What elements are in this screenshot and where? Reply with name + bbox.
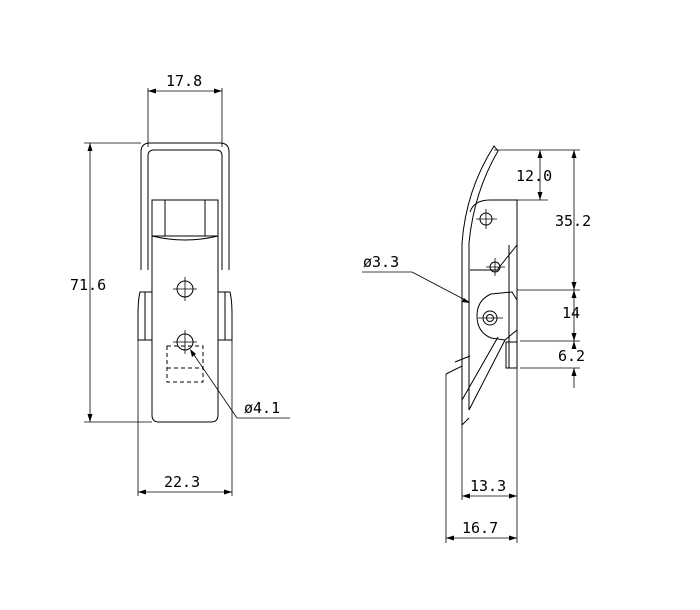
lever-cam xyxy=(476,291,518,341)
hook xyxy=(461,145,499,244)
lower-catch xyxy=(505,341,518,369)
bail-loop-inner xyxy=(147,149,223,270)
lever-arm xyxy=(461,336,506,411)
dim-width-top: 17.8 xyxy=(147,72,223,147)
dim-pivot-offset: 14 xyxy=(520,290,580,342)
dim-base-offset: 6.2 xyxy=(520,341,585,388)
dim-height-label: 71.6 xyxy=(70,276,106,294)
hidden-catch xyxy=(166,345,204,383)
dim-hook-height: 12.0 xyxy=(494,149,580,201)
dim-hook-height-label: 12.0 xyxy=(516,167,552,185)
dim-overall-height: 35.2 xyxy=(517,150,591,291)
upper-plate xyxy=(469,199,518,271)
dim-base-offset-label: 6.2 xyxy=(558,347,585,365)
lever-roller xyxy=(151,199,219,237)
dim-width-top-label: 17.8 xyxy=(166,72,202,90)
right-flange xyxy=(218,291,233,341)
dim-depth-inner: 13.3 xyxy=(461,368,518,500)
dim-width-bottom: 22.3 xyxy=(137,340,233,496)
bail-loop xyxy=(140,142,230,270)
side-view: 12.0 35.2 14 6.2 xyxy=(362,145,591,543)
pivot-dia-label: ø3.3 xyxy=(363,253,399,271)
dim-height: 71.6 xyxy=(70,142,152,423)
dim-width-bottom-label: 22.3 xyxy=(164,473,200,491)
dim-depth-outer: 16.7 xyxy=(445,374,518,543)
front-view: 17.8 71.6 22.3 ø4.1 xyxy=(70,72,290,496)
dim-depth-inner-label: 13.3 xyxy=(470,477,506,495)
dim-depth-outer-label: 16.7 xyxy=(462,519,498,537)
leader-pivot-dia: ø3.3 xyxy=(362,253,470,303)
dim-overall-height-label: 35.2 xyxy=(555,212,591,230)
left-flange xyxy=(137,291,152,341)
leader-hole-dia: ø4.1 xyxy=(190,349,290,419)
lever-body xyxy=(151,199,219,423)
dim-pivot-offset-label: 14 xyxy=(562,304,580,322)
hole-dia-label: ø4.1 xyxy=(244,399,280,417)
